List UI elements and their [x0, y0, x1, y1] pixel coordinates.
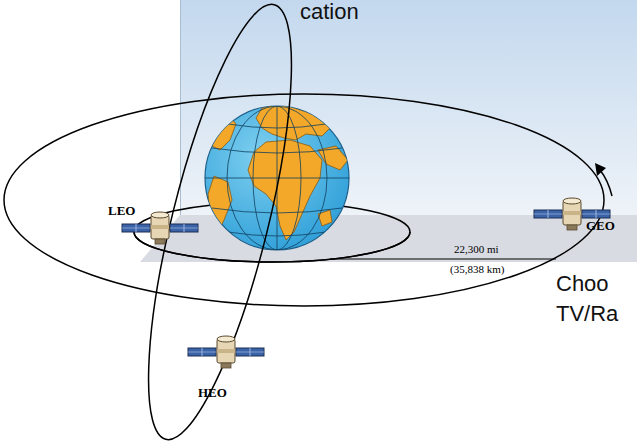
orbit-label: HEO — [198, 386, 227, 400]
floor-plane — [140, 215, 637, 262]
motion-arrowhead — [595, 163, 606, 176]
distance-label: 22,300 mi — [454, 243, 499, 255]
motion-arrow — [600, 170, 612, 196]
orbit-label: GEO — [586, 219, 615, 233]
orbit-label: LEO — [108, 204, 135, 218]
body-text-fragment: Choo — [556, 272, 609, 296]
heo-satellite — [188, 336, 264, 368]
heading-fragment: cation — [300, 0, 359, 24]
body-text-fragment: TV/Ra — [556, 302, 618, 326]
earth-globe — [205, 104, 349, 250]
geo-orbit — [4, 94, 604, 306]
distance-line — [330, 258, 556, 259]
distance-label: (35,838 km) — [450, 263, 504, 275]
heo-orbit — [119, 0, 321, 446]
leo-orbit-front — [134, 232, 410, 262]
